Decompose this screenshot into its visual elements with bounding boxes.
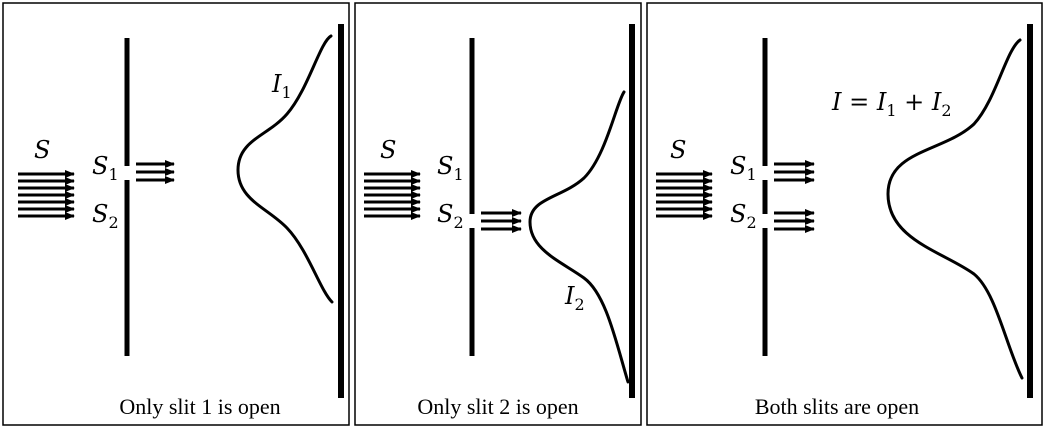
panel-slit1-open: S S1 S2 I1 Only slit 1 is open [2,2,350,426]
panel-both-open: S S1 S2 I = I1 + I2 Both slits are open [646,2,1043,426]
source-label: S [34,136,50,164]
panel-frame [354,2,642,426]
panel-caption: Both slits are open [755,394,919,419]
slit1-label: S1 [437,152,464,184]
panel-caption: Only slit 1 is open [119,394,280,419]
intensity-curve-1 [236,34,334,304]
slit2-label: S2 [730,200,757,232]
slit2-label: S2 [92,200,119,232]
source-label: S [670,136,686,164]
slit1-label: S1 [92,152,119,184]
panel-slit2-open: S S1 S2 I2 Only slit 2 is open [354,2,642,426]
source-arrows [18,170,75,220]
intensity-curve-sum [886,38,1024,380]
intensity-sum-label: I = I1 + I2 [831,88,952,120]
transmitted-arrows [136,160,175,184]
intensity-curve-2 [528,90,630,384]
transmitted-arrows-slit2 [774,209,815,233]
slit2-label: S2 [437,200,464,232]
transmitted-arrows [481,209,522,233]
panel-caption: Only slit 2 is open [417,394,578,419]
panel-frame [2,2,350,426]
source-arrows [364,170,421,220]
source-label: S [380,136,396,164]
intensity-label-1: I1 [271,70,292,102]
source-arrows [656,170,713,220]
panel-frame [646,2,1043,426]
slit1-label: S1 [730,152,757,184]
intensity-label-2: I2 [564,282,585,314]
transmitted-arrows-slit1 [774,160,815,184]
